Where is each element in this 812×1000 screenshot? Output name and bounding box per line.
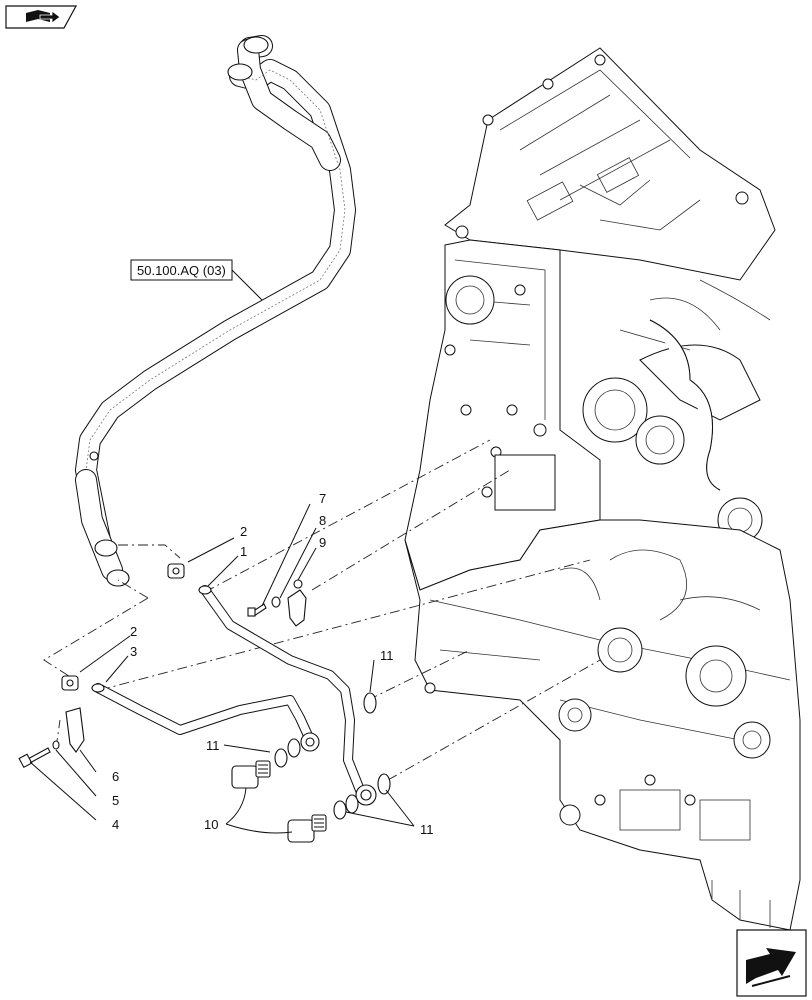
bracket-9 [287, 579, 307, 627]
washer-8 [271, 596, 281, 608]
banjo-bolt-10-upper [231, 760, 271, 789]
seal-rings-11-middle [274, 738, 301, 768]
callout-2-lower: 2 [130, 624, 137, 639]
callout-10: 10 [204, 817, 218, 832]
engine-assembly [404, 47, 801, 931]
callout-8: 8 [319, 513, 326, 528]
callout-9: 9 [319, 535, 326, 550]
callout-5: 5 [112, 793, 119, 808]
callout-1: 1 [240, 544, 247, 559]
bolt-4 [18, 747, 51, 769]
reference-label: 50.100.AQ (03) [137, 263, 226, 278]
callouts: 2 1 2 3 7 8 9 11 11 6 5 4 10 11 [112, 491, 434, 837]
bracket-6 [65, 707, 85, 753]
banjo-bolt-10-lower [287, 814, 327, 843]
clip-2-upper [167, 563, 185, 579]
callout-4: 4 [112, 817, 119, 832]
callout-11-upper: 11 [380, 648, 394, 663]
pipe-1 [198, 585, 377, 806]
callout-6: 6 [112, 769, 119, 784]
seal-ring-11-upper [363, 692, 377, 714]
clip-2-lower [61, 675, 79, 691]
callout-3: 3 [130, 644, 137, 659]
assembly-lines [43, 439, 601, 781]
bolt-7 [247, 603, 267, 617]
reference-label-box[interactable]: 50.100.AQ (03) [130, 259, 233, 281]
book-arrow-icon[interactable] [5, 5, 78, 29]
callout-11-middle: 11 [206, 738, 220, 753]
pipe-3 [91, 683, 320, 752]
callout-7: 7 [319, 491, 326, 506]
next-page-arrow-icon[interactable] [736, 929, 807, 997]
intake-hose [75, 35, 356, 587]
washer-5 [52, 740, 60, 750]
callout-11-lower: 11 [420, 822, 434, 837]
leader-lines [29, 503, 415, 834]
callout-2-upper: 2 [240, 524, 247, 539]
